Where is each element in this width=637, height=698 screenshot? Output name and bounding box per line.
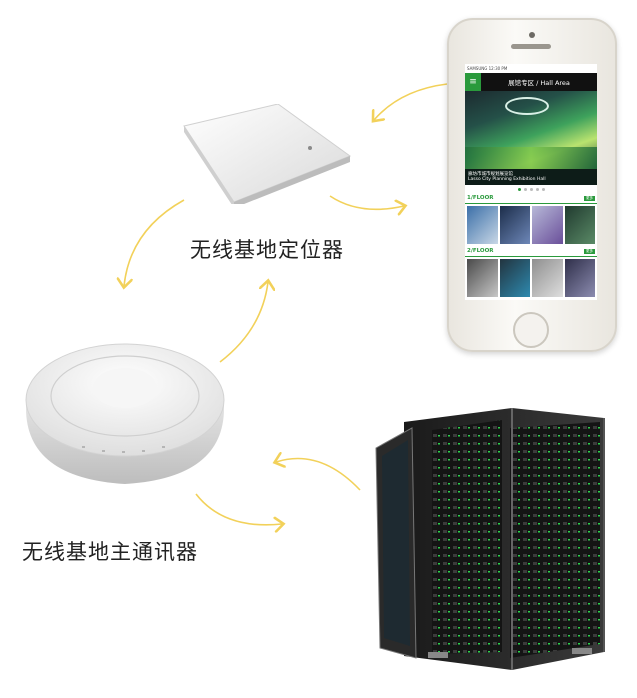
server-rack <box>375 408 605 670</box>
earpiece-speaker <box>511 44 551 49</box>
hero-floor <box>465 147 597 169</box>
floor2-more-button[interactable]: 更多 <box>584 248 595 254</box>
hero-caption-cn: 廊坊市城市规划展览馆 <box>468 172 513 177</box>
floor2-header: 2/FLOOR 更多 <box>465 246 597 257</box>
floor2-thumbnails <box>465 257 597 299</box>
floor1-label: 1/FLOOR <box>467 195 494 201</box>
floor2-label: 2/FLOOR <box>467 248 494 254</box>
front-camera <box>529 32 535 38</box>
thumbnail[interactable] <box>564 259 595 297</box>
locator-label: 无线基地定位器 <box>190 238 344 262</box>
hero-caption: 廊坊市城市规划展览馆 Lasso City Planning Exhibitio… <box>465 169 597 185</box>
arrow-locator-to-comm <box>124 199 185 286</box>
thumbnail[interactable] <box>499 259 530 297</box>
app-header: ≡ 展馆专区 / Hall Area <box>465 73 597 91</box>
carousel-dot[interactable] <box>517 187 521 191</box>
phone-screen: SAMSUNG 12:30 PM ≡ 展馆专区 / Hall Area 廊坊市城… <box>465 64 597 300</box>
floor1-header: 1/FLOOR 更多 <box>465 193 597 204</box>
hero-banner[interactable] <box>465 91 597 169</box>
carousel-dots[interactable] <box>465 185 597 193</box>
floor1-thumbnails <box>465 204 597 246</box>
communicator-device <box>25 343 225 484</box>
carousel-dot[interactable] <box>541 187 545 191</box>
app-title: 展馆专区 / Hall Area <box>508 79 570 87</box>
hero-caption-en: Lasso City Planning Exhibition Hall <box>468 177 546 182</box>
carousel-dot[interactable] <box>523 187 527 191</box>
carousel-dot[interactable] <box>529 187 533 191</box>
thumbnail[interactable] <box>532 259 563 297</box>
home-button[interactable] <box>513 312 549 348</box>
arrow-phone-to-locator <box>374 83 448 120</box>
thumbnail[interactable] <box>564 206 595 244</box>
floor1-more-button[interactable]: 更多 <box>584 195 595 201</box>
menu-button[interactable]: ≡ <box>465 73 481 91</box>
arrow-comm-to-server <box>195 493 282 525</box>
thumbnail[interactable] <box>532 206 563 244</box>
thumbnail[interactable] <box>467 206 498 244</box>
thumbnail[interactable] <box>499 206 530 244</box>
ceiling-ring <box>505 97 549 115</box>
smartphone: SAMSUNG 12:30 PM ≡ 展馆专区 / Hall Area 廊坊市城… <box>447 18 617 352</box>
thumbnail[interactable] <box>467 259 498 297</box>
carousel-dot[interactable] <box>535 187 539 191</box>
locator-device <box>183 104 352 204</box>
status-bar: SAMSUNG 12:30 PM <box>465 64 597 73</box>
communicator-label: 无线基地主通讯器 <box>22 540 198 564</box>
arrow-server-to-comm <box>276 459 361 491</box>
